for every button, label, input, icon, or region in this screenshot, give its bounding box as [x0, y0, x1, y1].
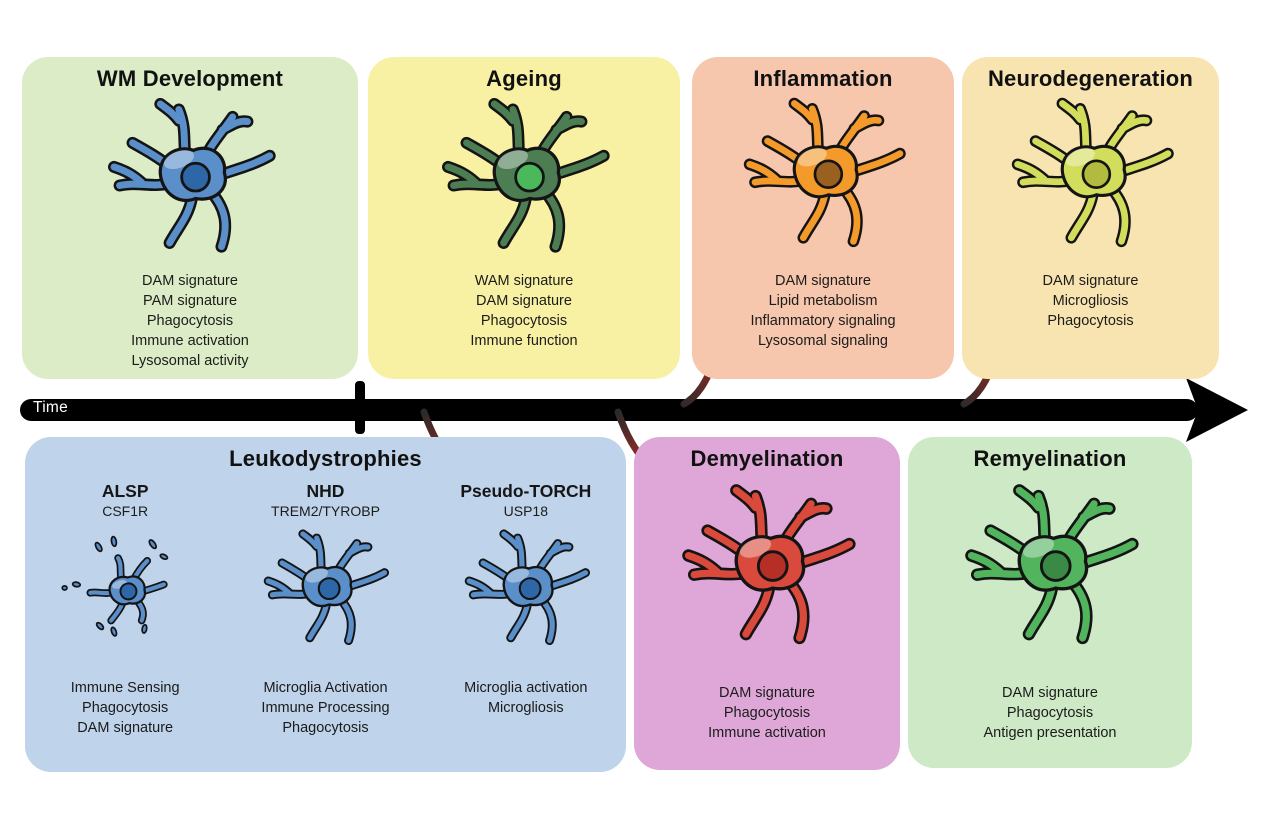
feature: Immune Processing [261, 700, 390, 716]
subtype-gene: USP18 [503, 503, 548, 519]
panel-title-neurodegeneration: Neurodegeneration [987, 66, 1194, 91]
feature: Phagocytosis [1006, 705, 1094, 721]
panel-title-ageing: Ageing [486, 66, 562, 91]
feature: Microgliosis [1052, 293, 1129, 309]
feature-list-wm-development: DAM signature PAM signature Phagocytosis… [22, 271, 358, 371]
panel-wm-development: WM Development DAM signature PAM signatu… [22, 57, 358, 379]
feature: Lysosomal signaling [757, 333, 889, 349]
microglia-icon-demyelination [670, 477, 864, 659]
panel-title-demyelination: Demyelination [690, 446, 844, 471]
feature: Immune activation [131, 333, 249, 349]
time-axis-tick [355, 381, 365, 434]
feature: Phagocytosis [282, 720, 369, 736]
feature: Immune function [470, 333, 578, 349]
microglia-icon-inflammation [733, 91, 913, 261]
subtype-gene: TREM2/TYROBP [271, 503, 380, 519]
feature: DAM signature [1042, 273, 1139, 289]
feature: DAM signature [719, 685, 815, 701]
feature-list-remyelination: DAM signature Phagocytosis Antigen prese… [908, 683, 1192, 743]
feature: Phagocytosis [82, 700, 169, 716]
feature-list-neurodegeneration: DAM signature Microgliosis Phagocytosis [962, 271, 1219, 331]
feature: Microglia activation [464, 680, 588, 696]
feature: PAM signature [142, 293, 238, 309]
feature: DAM signature [1002, 685, 1098, 701]
panel-title-remyelination: Remyelination [973, 446, 1127, 471]
subtype-alsp: ALSP CSF1R Immune Sensing Phagocytosis D… [25, 481, 225, 772]
panel-ageing: Ageing WAM signature DAM signature Phago… [368, 57, 680, 379]
time-axis-label: Time [33, 399, 69, 416]
feature: Antigen presentation [983, 725, 1117, 741]
microglia-icon-pseudo-torch [458, 527, 594, 653]
panel-leukodystrophies: Leukodystrophies ALSP CSF1R Immune Sensi… [25, 437, 626, 772]
feature: Immune Sensing [70, 680, 180, 696]
subtype-nhd: NHD TREM2/TYROBP Microglia Activation Im… [225, 481, 425, 772]
time-axis [20, 378, 1248, 442]
subtype-gene: CSF1R [102, 503, 149, 519]
microglia-icon-neurodegeneration [1001, 91, 1181, 261]
feature-list-alsp: Immune Sensing Phagocytosis DAM signatur… [13, 678, 237, 738]
panel-neurodegeneration: Neurodegeneration DAM signature Microgli… [962, 57, 1219, 379]
subtype-name: NHD [306, 481, 345, 501]
feature-list-demyelination: DAM signature Phagocytosis Immune activa… [634, 683, 900, 743]
subtype-name: Pseudo-TORCH [460, 481, 592, 501]
feature: Microgliosis [487, 700, 564, 716]
feature-list-ageing: WAM signature DAM signature Phagocytosis… [368, 271, 680, 351]
subtype-name: ALSP [101, 481, 149, 501]
feature: DAM signature [142, 273, 238, 289]
microglia-icon-wm-development [94, 91, 286, 267]
feature-list-pseudo-torch: Microglia activation Microgliosis [414, 678, 638, 718]
feature: Inflammatory signaling [750, 313, 896, 329]
microglia-icon-nhd [257, 527, 393, 653]
feature-list-inflammation: DAM signature Lipid metabolism Inflammat… [692, 271, 954, 351]
panel-title-inflammation: Inflammation [753, 66, 893, 91]
feature: Lysosomal activity [131, 353, 249, 369]
subtype-pseudo-torch: Pseudo-TORCH USP18 Microglia activation … [426, 481, 626, 772]
panel-title-wm-development: WM Development [96, 66, 284, 91]
panel-title-leukodystrophies: Leukodystrophies [229, 446, 422, 471]
panel-demyelination: Demyelination DAM signature Phagocytosis… [634, 437, 900, 770]
feature: Microglia Activation [263, 680, 388, 696]
feature: Phagocytosis [1047, 313, 1134, 329]
feature: Lipid metabolism [768, 293, 878, 309]
microglia-fragmented-icon-alsp [57, 527, 193, 653]
panel-inflammation: Inflammation DAM signature Lipid metabol… [692, 57, 954, 379]
feature: DAM signature [775, 273, 871, 289]
microglia-icon-ageing [428, 91, 620, 267]
feature: Phagocytosis [146, 313, 234, 329]
feature: Phagocytosis [723, 705, 811, 721]
microglia-icon-remyelination [953, 477, 1147, 659]
feature: DAM signature [476, 293, 572, 309]
feature: WAM signature [474, 273, 574, 289]
feature-list-nhd: Microglia Activation Immune Processing P… [213, 678, 437, 738]
feature: Immune activation [708, 725, 826, 741]
feature: Phagocytosis [480, 313, 568, 329]
time-axis-arrowhead [1186, 378, 1248, 442]
panel-remyelination: Remyelination DAM signature Phagocytosis… [908, 437, 1192, 768]
leukodystrophy-subtypes: ALSP CSF1R Immune Sensing Phagocytosis D… [25, 481, 626, 772]
feature: DAM signature [77, 720, 174, 736]
